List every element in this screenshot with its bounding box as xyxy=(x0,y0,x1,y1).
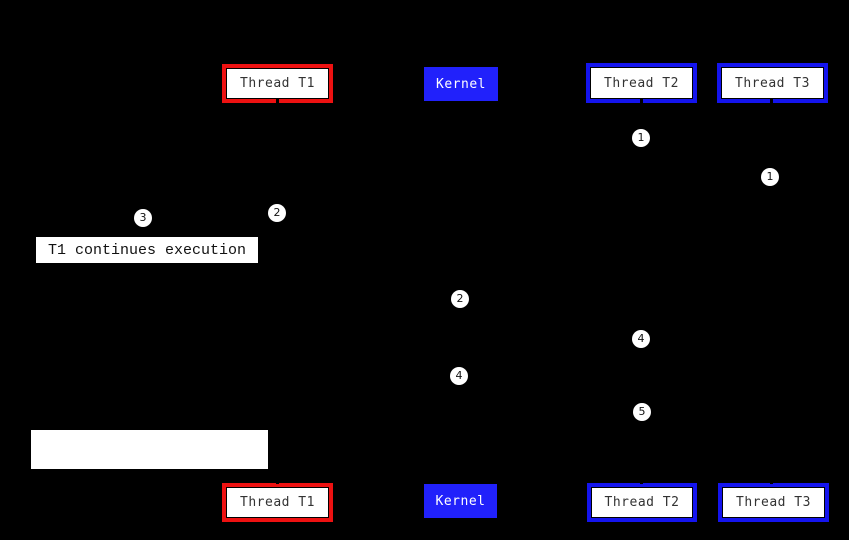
sequence-marker: 1 xyxy=(632,129,650,147)
lifeline-tick-t1-bottom xyxy=(276,478,279,484)
lane-box-thread-t3-bottom: Thread T3 xyxy=(718,483,829,522)
lane-box-thread-t3-top: Thread T3 xyxy=(717,63,828,103)
lane-box-kernel-bottom: Kernel xyxy=(424,484,497,518)
note-text: T1 continues execution xyxy=(47,241,247,259)
lifeline-tick-t2-bottom xyxy=(640,478,643,484)
lane-label-thread-t3-bottom: Thread T3 xyxy=(736,495,811,510)
lifeline-tick-t3-top xyxy=(770,98,773,104)
sequence-marker: 2 xyxy=(451,290,469,308)
sequence-marker: 2 xyxy=(268,204,286,222)
lane-label-kernel-top: Kernel xyxy=(436,76,486,92)
lane-box-thread-t1-bottom: Thread T1 xyxy=(222,483,333,522)
lifeline-tick-t1-top xyxy=(276,98,279,104)
lane-label-kernel-bottom: Kernel xyxy=(435,493,486,509)
blank-label-box xyxy=(31,430,268,469)
lane-box-thread-t2-bottom: Thread T2 xyxy=(587,483,697,522)
lane-label-thread-t2-top: Thread T2 xyxy=(604,75,679,91)
lane-label-thread-t1-top: Thread T1 xyxy=(240,76,315,91)
lane-label-thread-t3-top: Thread T3 xyxy=(735,75,810,91)
lane-label-thread-t2-bottom: Thread T2 xyxy=(604,495,680,510)
lifeline-tick-t3-bottom xyxy=(770,478,773,484)
lane-box-thread-t2-top: Thread T2 xyxy=(586,63,697,103)
sequence-marker: 1 xyxy=(761,168,779,186)
sequence-marker: 4 xyxy=(450,367,468,385)
sequence-marker: 5 xyxy=(633,403,651,421)
sequence-marker: 3 xyxy=(134,209,152,227)
sequence-marker: 4 xyxy=(632,330,650,348)
lane-label-thread-t1-bottom: Thread T1 xyxy=(240,495,315,510)
note-t1-continues-execution: T1 continues execution xyxy=(36,237,258,263)
lifeline-tick-t2-top xyxy=(640,98,643,104)
lane-box-kernel-top: Kernel xyxy=(424,67,498,101)
